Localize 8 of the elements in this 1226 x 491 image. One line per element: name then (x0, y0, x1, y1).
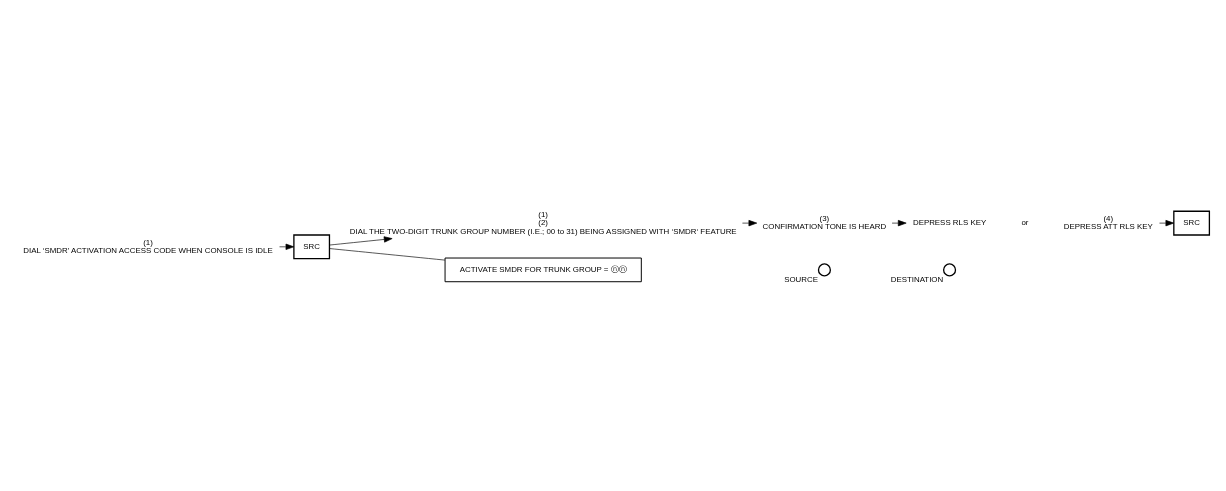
arrow (891, 219, 907, 226)
node-circle (817, 262, 831, 276)
connector (329, 247, 446, 260)
arrow (329, 235, 393, 245)
arrow (1159, 219, 1175, 226)
node-circle (942, 262, 957, 276)
arrow (742, 219, 758, 226)
arrow (279, 243, 295, 250)
